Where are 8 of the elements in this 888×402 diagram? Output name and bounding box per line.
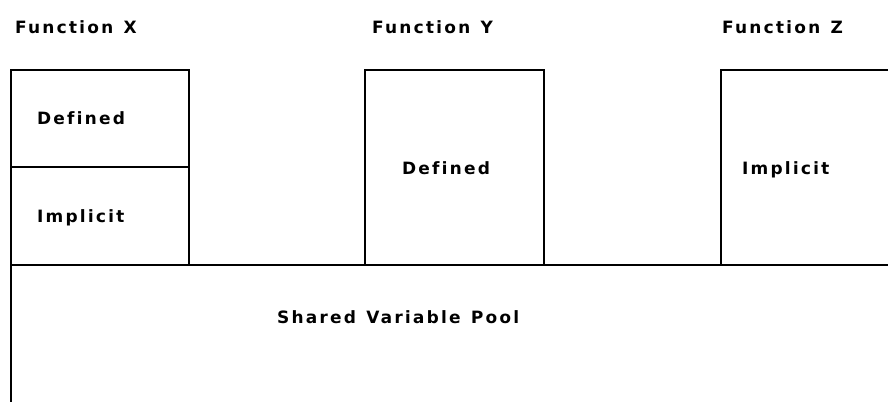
function-heading: Function X — [15, 18, 139, 38]
box-label: Defined — [37, 109, 128, 129]
box-label: Implicit — [37, 207, 126, 227]
pool-label: Shared Variable Pool — [277, 308, 522, 328]
box-label: Defined — [402, 159, 492, 179]
box-label: Implicit — [742, 159, 832, 179]
function-heading: Function Z — [722, 18, 846, 38]
function-heading: Function Y — [372, 18, 496, 38]
